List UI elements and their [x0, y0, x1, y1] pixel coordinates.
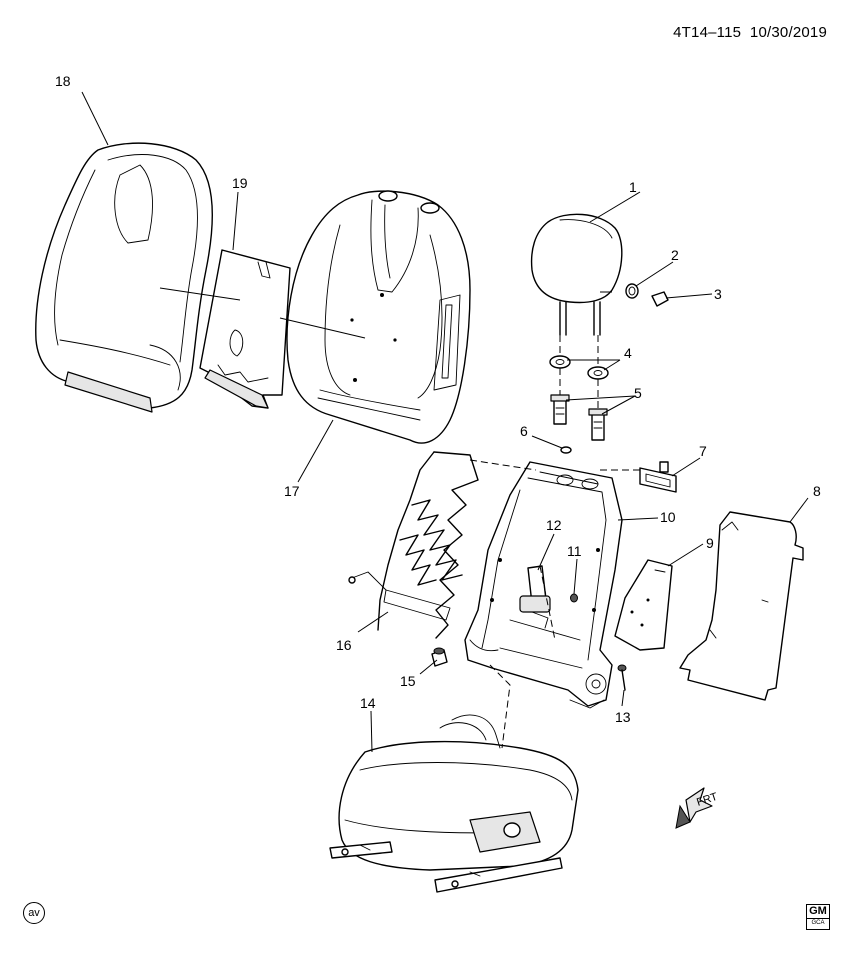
part-7-bracket	[639, 461, 677, 493]
part-1-headrest	[530, 213, 623, 336]
diagram-header: 4T14–115 10/30/2019	[673, 24, 827, 41]
part-18-back-cover	[35, 142, 213, 413]
callout-9: 9	[706, 535, 714, 551]
part-19-pad	[199, 249, 291, 409]
callout-13: 13	[615, 709, 631, 725]
callout-1: 1	[629, 179, 637, 195]
diagram-id: 4T14–115	[673, 24, 742, 41]
leader-lines	[81, 91, 809, 753]
callout-16: 16	[336, 637, 352, 653]
callout-8: 8	[813, 483, 821, 499]
front-direction-arrow: FRT	[675, 787, 719, 829]
callout-12: 12	[546, 517, 562, 533]
part-17-back-frame	[286, 190, 471, 444]
callout-18: 18	[55, 73, 71, 89]
gm-logo: GM GCA	[806, 904, 830, 930]
part-9-trim-panel	[614, 559, 673, 651]
callout-3: 3	[714, 286, 722, 302]
part-13-bolt	[617, 664, 627, 691]
part-8-back-panel	[679, 511, 804, 701]
part-14-seat-cushion	[329, 714, 579, 893]
av-badge: av	[23, 902, 45, 924]
part-16-spring-mat	[348, 451, 479, 639]
gm-logo-top: GM	[807, 905, 829, 919]
callout-7: 7	[699, 443, 707, 459]
part-11-clip	[570, 593, 578, 603]
callout-10: 10	[660, 509, 676, 525]
callout-11: 11	[567, 543, 582, 559]
alignment-lines	[469, 459, 640, 749]
callout-17: 17	[284, 483, 300, 499]
part-15-bolt	[431, 647, 448, 667]
part-4-grommets	[549, 335, 609, 380]
part-12-motor	[519, 565, 551, 629]
part-2-guide	[625, 283, 639, 299]
part-6-nut	[560, 446, 572, 454]
callout-5: 5	[634, 385, 642, 401]
callout-2: 2	[671, 247, 679, 263]
callout-15: 15	[400, 673, 416, 689]
callout-14: 14	[360, 695, 376, 711]
callout-6: 6	[520, 423, 528, 439]
callout-19: 19	[232, 175, 248, 191]
callout-labels: 1 2 3 4 5 6 7 8 9 10 11 12 13 14 15 16 1…	[55, 73, 821, 725]
part-3-clip	[651, 291, 669, 307]
callout-4: 4	[624, 345, 632, 361]
gm-logo-bottom: GCA	[811, 920, 825, 926]
part-5-guide-sleeves	[550, 368, 608, 441]
diagram-date: 10/30/2019	[749, 24, 827, 41]
